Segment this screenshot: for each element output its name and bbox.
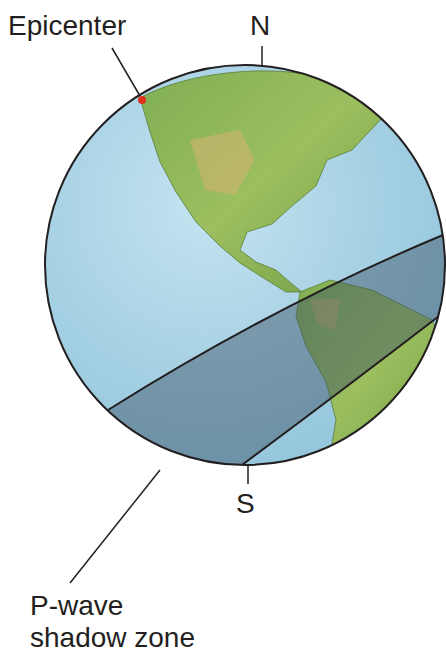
desert-area (190, 130, 255, 195)
shadow-zone (40, 235, 446, 485)
north-america (140, 71, 382, 292)
epicenter-dot (138, 96, 146, 104)
zone-label: P-wave shadow zone (30, 590, 208, 654)
leader-line (112, 48, 140, 96)
epicenter-label: Epicenter (8, 10, 168, 42)
pole-label: N (250, 10, 280, 42)
globe-rim (45, 65, 445, 465)
pole-label: S (236, 488, 266, 520)
pole-tick (261, 46, 263, 66)
leader-line (70, 470, 160, 583)
shadow-boundary (108, 235, 443, 410)
pole-tick (247, 465, 249, 484)
land-group (40, 68, 446, 485)
shadow-boundary (215, 300, 446, 485)
